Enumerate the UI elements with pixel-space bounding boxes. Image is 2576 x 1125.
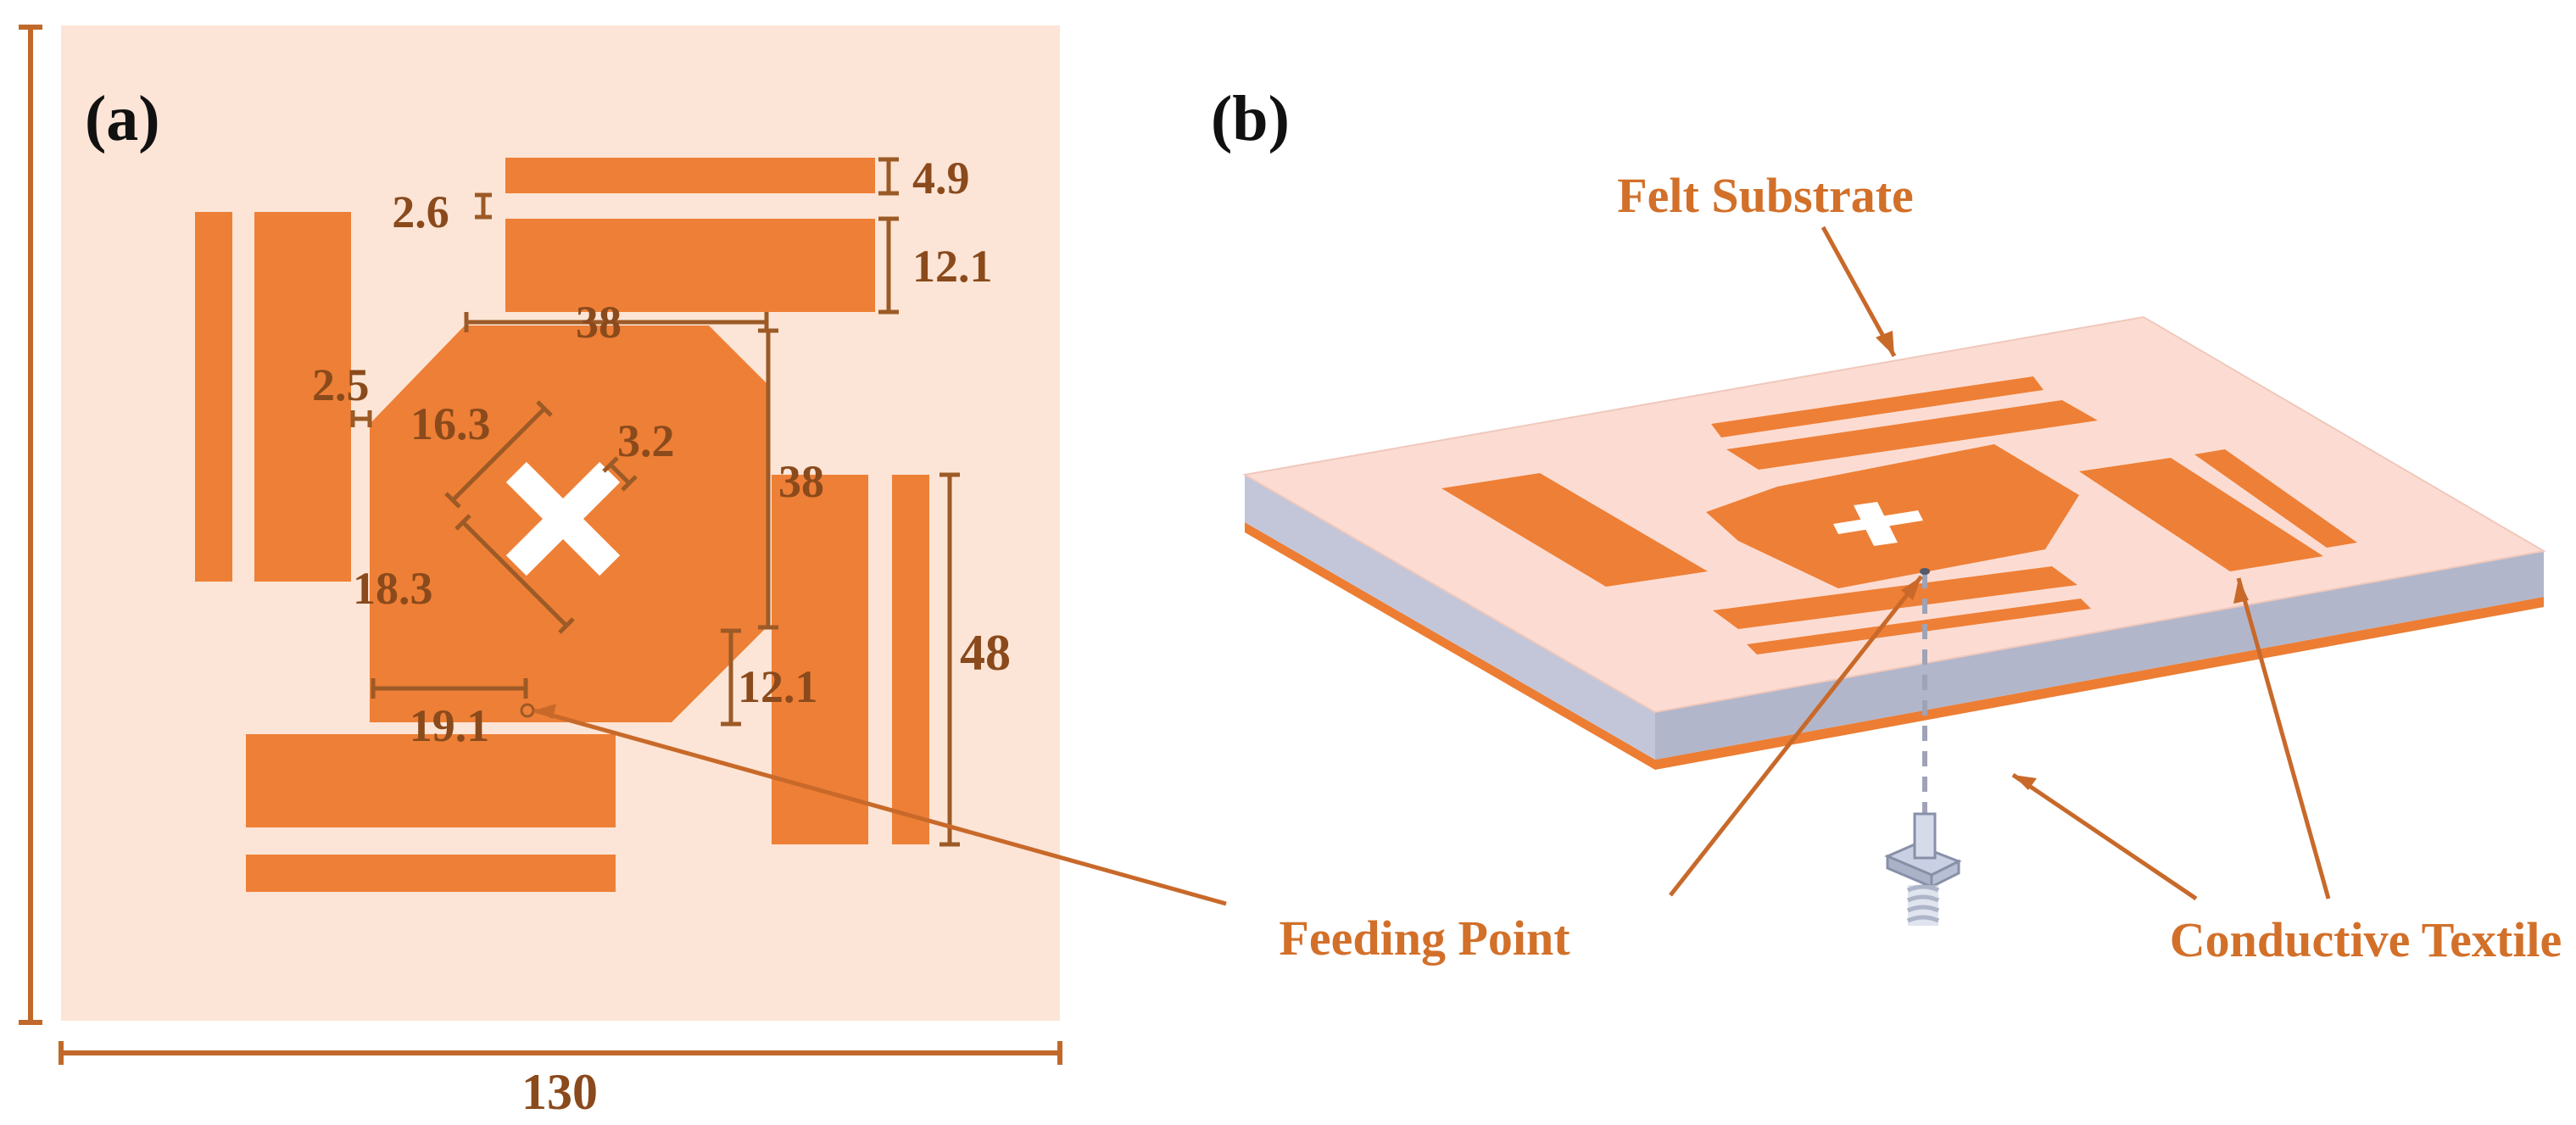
feed-offset-dimension	[371, 678, 528, 699]
feeding-point-arrow-b	[1669, 575, 1923, 897]
cross-slot	[505, 461, 621, 576]
dim-octagon-width: 38	[576, 297, 622, 348]
substrate-side-left	[1245, 475, 1655, 760]
top-thick-strip	[505, 219, 875, 312]
substrate-side-right	[1655, 551, 2544, 760]
3d-left-strip-thin	[1540, 505, 1655, 566]
left-thick-strip	[254, 212, 351, 582]
overall-width-dimension	[59, 1041, 1062, 1065]
panel-b-3d-view: (b)	[533, 83, 2562, 967]
dim-feed-offset: 19.1	[410, 700, 490, 751]
panel-a-top-view: 130 (a) 2.6 4.9	[19, 25, 1062, 1120]
feed-point-circle	[520, 703, 535, 718]
sma-connector	[1884, 812, 1962, 926]
dim-right-strip-length: 48	[960, 625, 1011, 681]
slot-lower-dimension	[454, 514, 575, 634]
3d-bottom-strip-thick	[1713, 566, 2077, 629]
slot-upper-dimension	[444, 400, 553, 509]
gap-left-patch-dimension	[350, 410, 372, 427]
overall-height-dimension	[19, 25, 42, 1025]
left-thin-strip	[195, 212, 232, 582]
felt-substrate-label: Felt Substrate	[1617, 168, 1914, 223]
top-thin-strip	[505, 158, 875, 193]
3d-top-strip-thin	[1711, 376, 2044, 437]
conductive-textile-arrow-patch	[2233, 577, 2331, 899]
3d-cross-slot	[1833, 502, 1923, 546]
probe-top	[1920, 568, 1930, 575]
top-thick-strip-dimension	[878, 216, 899, 315]
right-strip-width-dimension	[721, 628, 741, 727]
panel-b-label: (b)	[1211, 83, 1290, 154]
3d-top-strip-thick	[1726, 400, 2098, 470]
dim-slot-width: 3.2	[617, 415, 675, 466]
right-thin-strip	[892, 475, 929, 844]
top-thin-strip-dimension	[878, 157, 899, 196]
feeding-point-label: Feeding Point	[1279, 911, 1570, 966]
3d-right-strip-thick	[2079, 458, 2323, 571]
gap-top-strips-dimension	[475, 192, 492, 220]
conductive-textile-label: Conductive Textile	[2170, 912, 2562, 967]
dim-top-thick-strip: 12.1	[912, 241, 993, 292]
dim-right-strip-width: 12.1	[738, 661, 818, 712]
dim-overall-width: 130	[521, 1064, 598, 1120]
3d-right-strip-thin	[2194, 449, 2357, 548]
slot-width-dimension	[602, 456, 638, 492]
feeding-point-arrow-a	[533, 704, 1227, 906]
3d-bottom-strip-thin	[1747, 599, 2091, 654]
dim-slot-upper: 16.3	[410, 398, 491, 449]
right-strip-length-dimension	[940, 472, 960, 847]
felt-substrate-arrow	[1820, 226, 1897, 358]
dim-octagon-height: 38	[778, 456, 824, 507]
dim-gap-left-patch: 2.5	[312, 359, 370, 410]
ground-plane-edge	[1245, 522, 2544, 770]
bottom-thin-strip	[246, 855, 616, 892]
conductive-textile-arrow-ground	[2011, 772, 2198, 901]
dim-top-thin-strip: 4.9	[912, 153, 970, 203]
octagon-height-dimension	[758, 328, 778, 630]
dim-gap-top-strips: 2.6	[392, 187, 449, 237]
panel-a-label: (a)	[85, 83, 160, 154]
bottom-thick-strip	[246, 734, 616, 827]
dim-slot-lower: 18.3	[353, 563, 433, 614]
